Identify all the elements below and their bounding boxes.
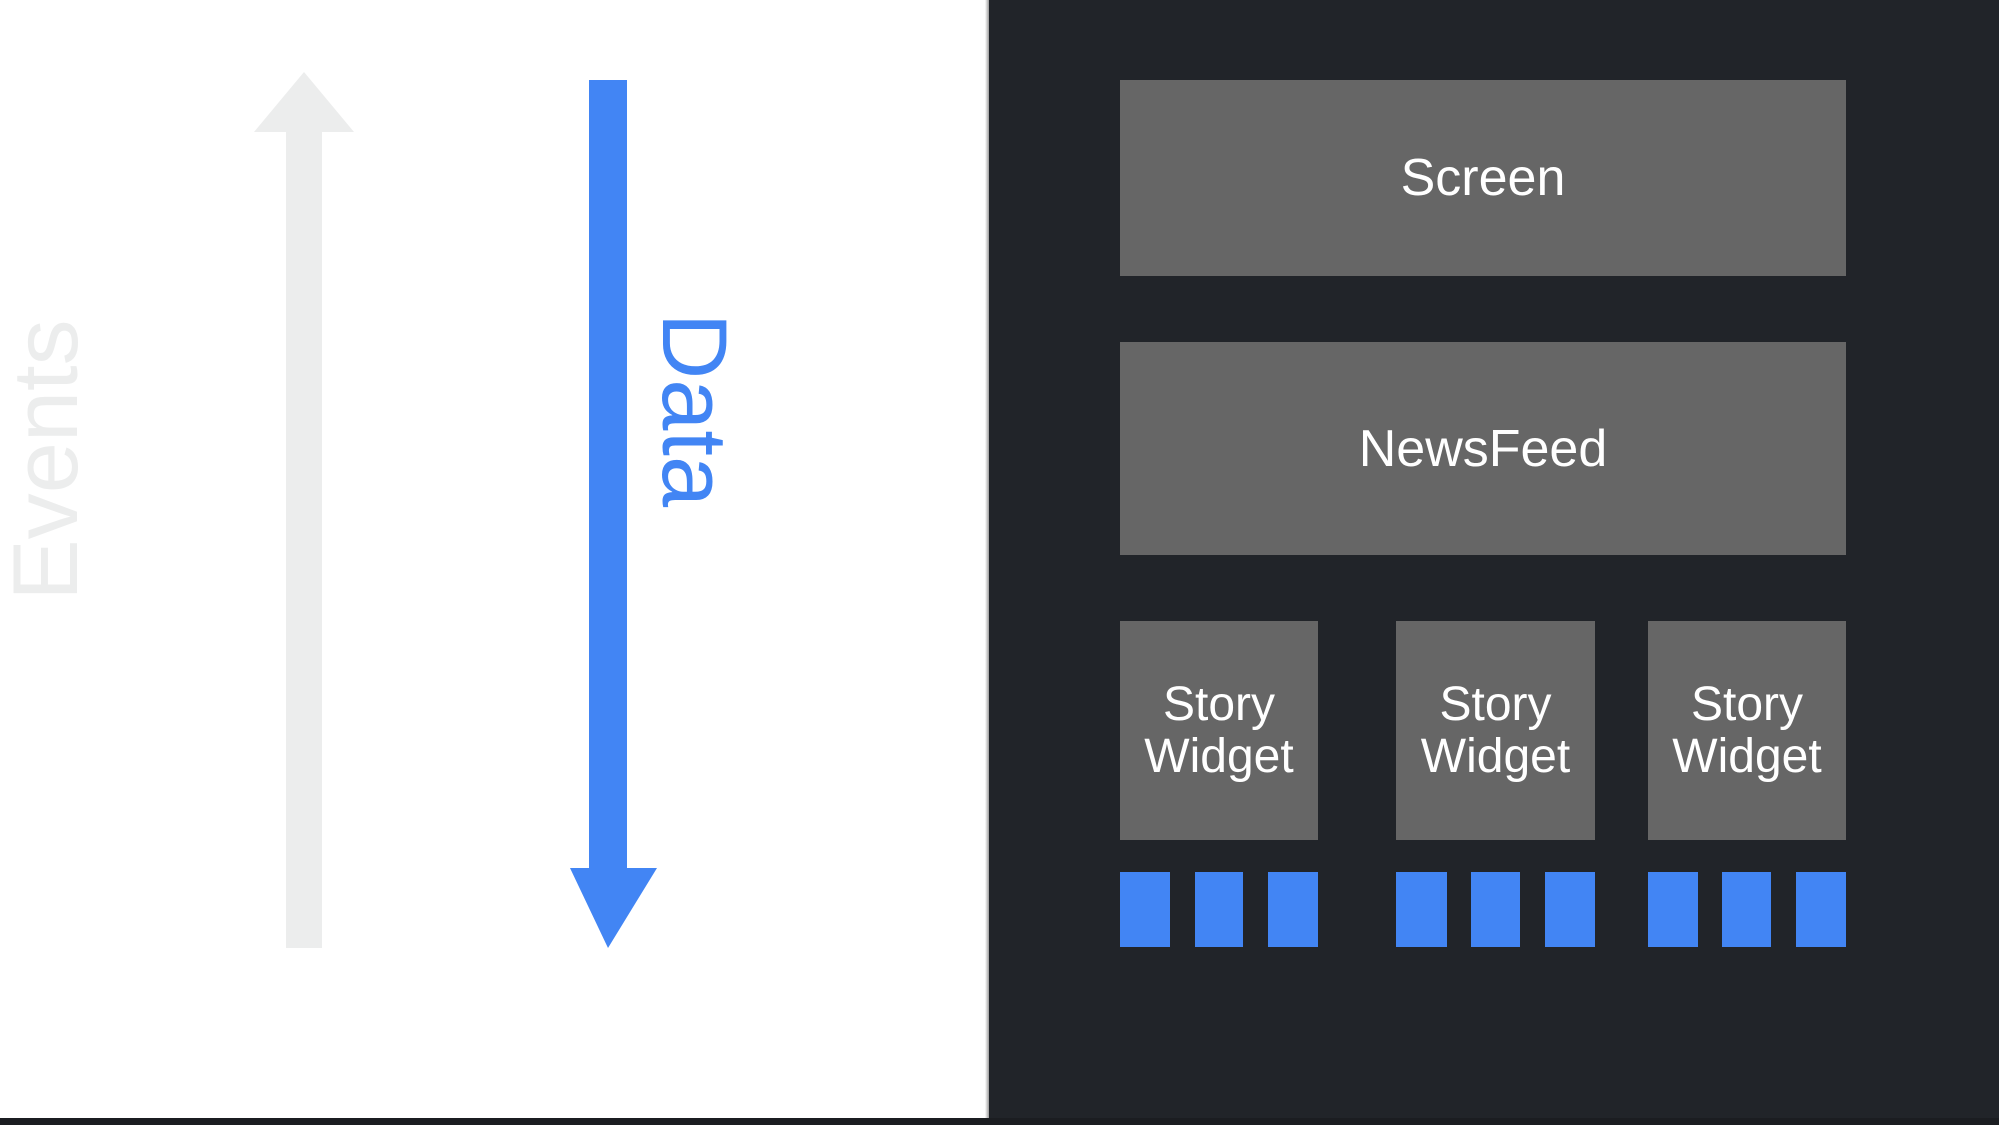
- pane-divider: [985, 0, 989, 1118]
- bottom-strip: [0, 1118, 1999, 1125]
- story-widget-2-chip-3[interactable]: [1545, 872, 1595, 947]
- story-widget-label-2-line1: Story: [1439, 677, 1552, 731]
- story-widget-1-chip-1[interactable]: [1120, 872, 1170, 947]
- story-widget-3-chip-3[interactable]: [1796, 872, 1846, 947]
- left-pane: Events Data: [0, 0, 989, 1118]
- story-widget-2-chip-1[interactable]: [1396, 872, 1447, 947]
- story-widget-label-1-line1: Story: [1162, 677, 1275, 731]
- story-widget-box-2[interactable]: Story Widget: [1396, 621, 1595, 840]
- story-widget-label-3-line1: Story: [1690, 677, 1803, 731]
- story-widget-label-3-line2: Widget: [1672, 729, 1822, 783]
- events-arrow: [252, 70, 356, 950]
- events-label: Events: [0, 319, 97, 601]
- story-widget-box-3[interactable]: Story Widget: [1648, 621, 1846, 840]
- story-widget-label-3: Story Widget: [1672, 677, 1822, 783]
- data-arrow: [568, 78, 678, 950]
- data-label: Data: [643, 312, 745, 508]
- right-pane: Screen NewsFeed Story Widget Story Widge…: [989, 0, 1999, 1118]
- story-widget-label-2-line2: Widget: [1420, 729, 1571, 783]
- newsfeed-box[interactable]: NewsFeed: [1120, 342, 1846, 555]
- story-widget-box-1[interactable]: Story Widget: [1120, 621, 1318, 840]
- story-widget-3-chip-2[interactable]: [1722, 872, 1771, 947]
- story-widget-1-chip-2[interactable]: [1195, 872, 1243, 947]
- story-widget-label-1-line2: Widget: [1144, 729, 1294, 783]
- screen-box-label: Screen: [1400, 149, 1566, 207]
- story-widget-2-chip-2[interactable]: [1471, 872, 1520, 947]
- story-widget-3-chip-1[interactable]: [1648, 872, 1698, 947]
- newsfeed-box-label: NewsFeed: [1358, 419, 1608, 478]
- story-widget-label-2: Story Widget: [1420, 677, 1571, 783]
- data-arrow-icon: [570, 80, 657, 948]
- story-widget-label-1: Story Widget: [1144, 677, 1294, 783]
- story-widget-1-chip-3[interactable]: [1268, 872, 1318, 947]
- events-arrow-icon: [254, 72, 354, 948]
- screen-box[interactable]: Screen: [1120, 80, 1846, 276]
